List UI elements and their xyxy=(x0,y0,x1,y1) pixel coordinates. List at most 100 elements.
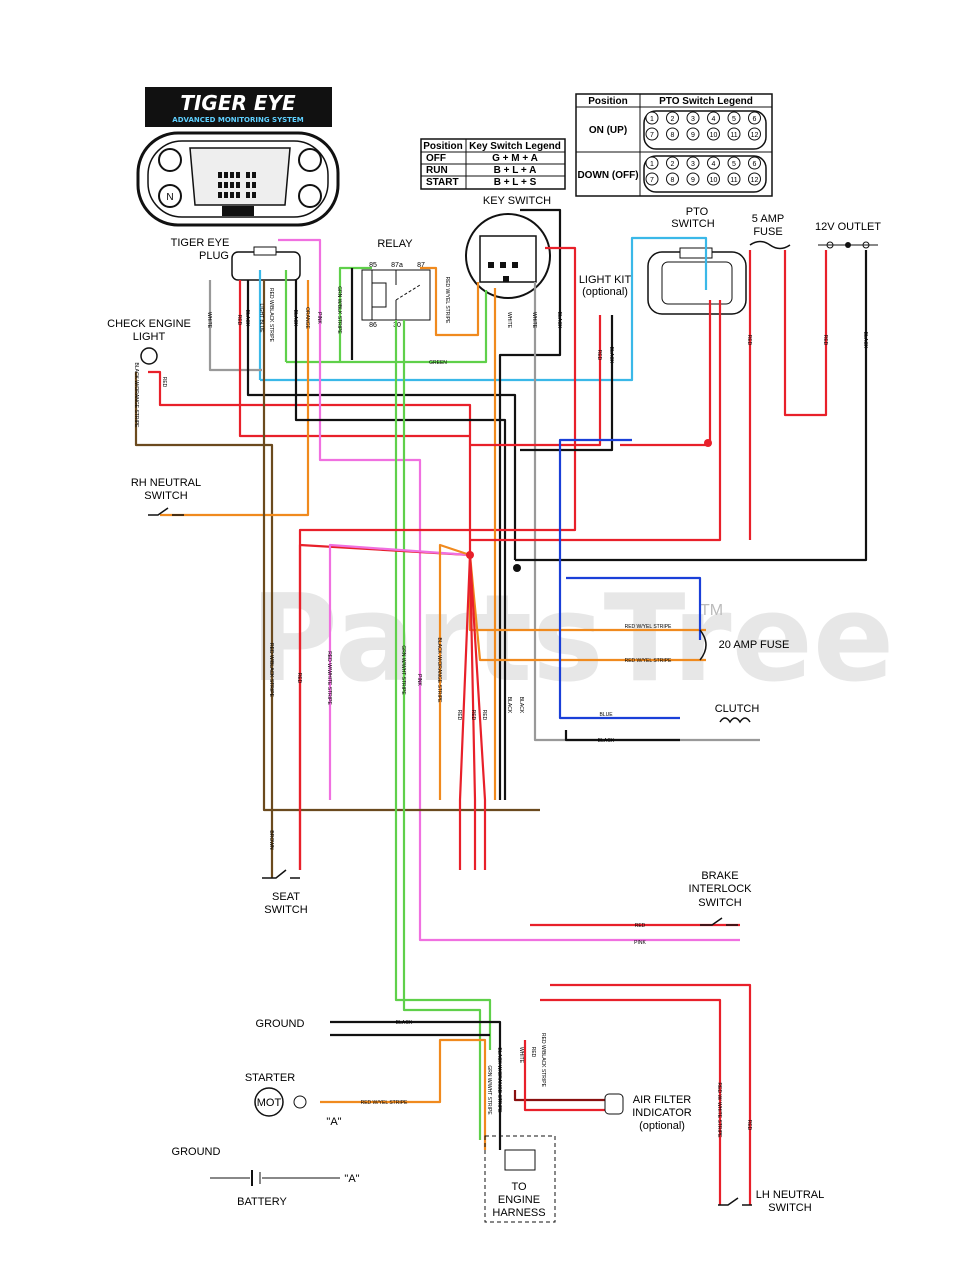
svg-text:BLACK W/ORANGE STRIPE: BLACK W/ORANGE STRIPE xyxy=(133,362,139,428)
tiger-eye-plug-label: PLUG xyxy=(199,250,229,262)
pto-pin xyxy=(666,156,679,170)
svg-text:GRN W/BLK STRIPE: GRN W/BLK STRIPE xyxy=(336,286,342,334)
pto-pin xyxy=(666,172,679,186)
watermark-tm: TM xyxy=(700,602,723,619)
svg-text:RED W/BLACK STRIPE: RED W/BLACK STRIPE xyxy=(540,1033,546,1088)
rh-neutral-switch xyxy=(148,507,184,516)
svg-text:WHITE: WHITE xyxy=(206,312,212,329)
tiger-eye-display: N xyxy=(136,131,340,227)
pto-pin xyxy=(666,127,679,141)
logo-title: TIGER EYE xyxy=(180,91,296,115)
svg-text:MOT: MOT xyxy=(257,1097,282,1109)
light-kit-label: LIGHT KIT xyxy=(579,274,632,286)
svg-text:RED W/YEL STRIPE: RED W/YEL STRIPE xyxy=(361,1100,408,1106)
pto-pin-label: 11 xyxy=(730,132,737,139)
svg-text:RED W/BLACK STRIPE: RED W/BLACK STRIPE xyxy=(268,288,274,343)
svg-text:BLACK: BLACK xyxy=(556,312,562,329)
key-legend-row: G + M + A xyxy=(492,153,538,164)
svg-text:RED: RED xyxy=(530,1047,536,1058)
key-legend-row: RUN xyxy=(426,165,448,176)
wire-labels: WHITE RED BLACK LIGHT BLUE RED W/BLACK S… xyxy=(133,277,868,1139)
svg-text:PINK: PINK xyxy=(316,312,322,324)
ground-label: GROUND xyxy=(172,1146,221,1158)
outlet-label: 12V OUTLET xyxy=(815,221,881,233)
svg-text:RED: RED xyxy=(746,1120,752,1131)
svg-text:GRN W/WHT STRIPE: GRN W/WHT STRIPE xyxy=(400,645,406,695)
svg-text:BLACK: BLACK xyxy=(518,697,524,714)
key-switch-legend: Position Key Switch Legend OFF G + M + A… xyxy=(420,138,566,190)
pto-pin xyxy=(686,172,700,186)
watermark: PartsTree xyxy=(250,570,894,709)
svg-text:RED: RED xyxy=(456,710,462,721)
svg-text:RED: RED xyxy=(746,335,752,346)
lh-neutral-switch xyxy=(718,1197,752,1206)
wires xyxy=(134,208,868,1205)
pto-pin xyxy=(748,111,761,125)
svg-text:BLACK: BLACK xyxy=(244,310,250,327)
tiger-eye-logo: TIGER EYE ADVANCED MONITORING SYSTEM xyxy=(145,87,332,127)
svg-text:PINK: PINK xyxy=(416,674,422,686)
pto-switch-label: PTO xyxy=(686,206,709,218)
svg-text:RED: RED xyxy=(822,335,828,346)
pto-pin-label: 6 xyxy=(753,161,757,168)
svg-text:RED: RED xyxy=(596,350,602,361)
pto-pin xyxy=(727,156,741,170)
battery: "A" xyxy=(210,1170,360,1186)
svg-text:RED: RED xyxy=(481,710,487,721)
key-legend-row: OFF xyxy=(426,153,446,164)
svg-text:RED W/BLACK STRIPE: RED W/BLACK STRIPE xyxy=(268,643,274,698)
pto-pin-label: 12 xyxy=(751,177,759,184)
fuse-5amp-label: 5 AMP xyxy=(752,213,784,225)
key-switch-label: KEY SWITCH xyxy=(483,195,551,207)
pto-pin xyxy=(645,156,659,170)
svg-text:BLACK: BLACK xyxy=(292,310,298,327)
pto-pin xyxy=(686,127,700,141)
battery-label: BATTERY xyxy=(237,1196,287,1208)
relay-pin-87: 87 xyxy=(417,262,425,269)
pto-pin-label: 12 xyxy=(751,132,759,139)
light-kit-label: (optional) xyxy=(582,286,628,298)
seat-switch xyxy=(262,869,300,879)
svg-text:WHITE: WHITE xyxy=(531,312,537,329)
svg-text:RED: RED xyxy=(470,710,476,721)
clutch-label: CLUTCH xyxy=(715,703,760,715)
air-filter-label: AIR FILTER xyxy=(633,1094,692,1106)
pto-pin-label: 8 xyxy=(671,177,675,184)
check-engine-label: LIGHT xyxy=(133,331,166,343)
lh-neutral-label: LH NEUTRAL xyxy=(756,1189,824,1201)
logo-subtitle: ADVANCED MONITORING SYSTEM xyxy=(172,116,303,124)
pto-pin-label: 7 xyxy=(650,132,654,139)
svg-text:RED: RED xyxy=(296,673,302,684)
pto-pin xyxy=(727,127,741,141)
air-filter-connector xyxy=(604,1093,624,1115)
splice-node xyxy=(704,439,712,447)
pto-pin xyxy=(707,156,720,170)
brake-interlock-label: SWITCH xyxy=(698,897,741,909)
svg-text:RED W/YEL STRIPE: RED W/YEL STRIPE xyxy=(625,624,672,630)
rh-neutral-label: RH NEUTRAL xyxy=(131,477,201,489)
svg-text:N: N xyxy=(166,192,173,203)
splice-node xyxy=(466,551,474,559)
pto-pin xyxy=(748,156,761,170)
pto-pin-label: 4 xyxy=(712,116,716,123)
clutch-coil xyxy=(719,717,751,724)
key-legend-row: B + L + A xyxy=(494,165,537,176)
pto-pin-label: 1 xyxy=(650,161,654,168)
svg-text:RED W/YEL STRIPE: RED W/YEL STRIPE xyxy=(444,277,450,324)
pto-pin-label: 10 xyxy=(710,132,718,139)
pto-switch-legend: Position PTO Switch Legend ON (UP) DOWN … xyxy=(575,93,773,197)
fuse-20amp-symbol xyxy=(699,629,707,661)
pto-pin-label: 9 xyxy=(691,177,695,184)
pto-pin xyxy=(686,156,700,170)
pto-switch-label: SWITCH xyxy=(671,218,714,230)
key-legend-row: B + L + S xyxy=(494,177,537,188)
pto-pin xyxy=(707,127,720,141)
svg-text:RED W/YEL STRIPE: RED W/YEL STRIPE xyxy=(625,658,672,664)
pto-pin-label: 10 xyxy=(710,177,718,184)
svg-text:WHITE: WHITE xyxy=(518,1047,524,1064)
ground-label: GROUND xyxy=(256,1018,305,1030)
pto-pin xyxy=(666,111,679,125)
pto-pin-label: 3 xyxy=(691,116,695,123)
pto-legend-off: DOWN (OFF) xyxy=(577,170,638,181)
pto-pin-label: 2 xyxy=(671,116,675,123)
